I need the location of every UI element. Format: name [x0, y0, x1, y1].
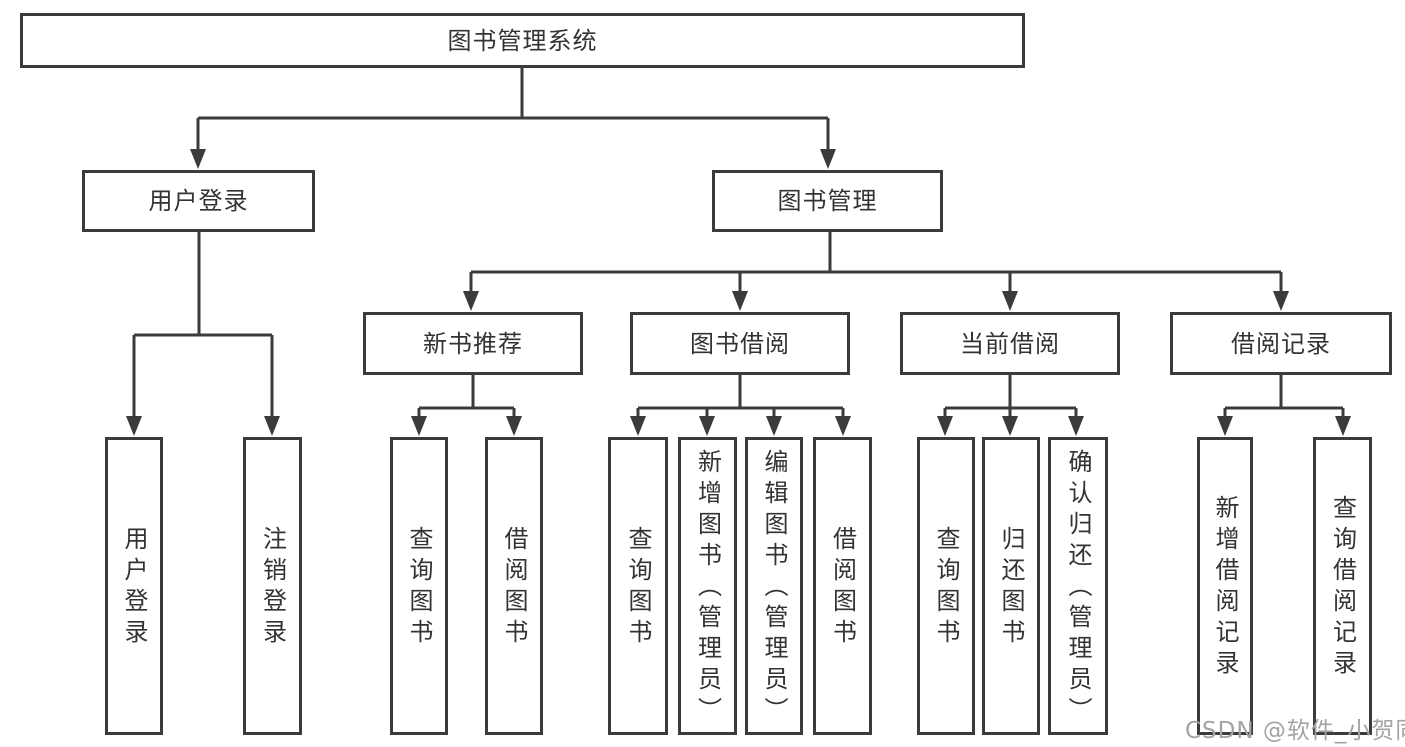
node-query-books-recommend: 查询图书	[390, 437, 448, 735]
node-query-borrow-record: 查询借阅记录	[1313, 437, 1372, 735]
node-borrow-records: 借阅记录	[1170, 312, 1392, 375]
csdn-watermark: CSDN @软件_小贺同学	[1185, 718, 1405, 744]
node-add-borrow-record: 新增借阅记录	[1197, 437, 1253, 735]
connector-bookmgmt-to-level3	[469, 232, 1283, 294]
arrowhead	[1273, 291, 1289, 311]
node-confirm-return-admin: 确认归还（管理员）	[1048, 437, 1108, 735]
connector-userlogin-to-leaves	[132, 232, 274, 420]
node-borrow-books-recommend: 借阅图书	[485, 437, 543, 735]
arrowheads	[126, 149, 1351, 436]
node-book-borrow: 图书借阅	[630, 312, 850, 375]
arrowhead	[190, 149, 206, 169]
node-library-system: 图书管理系统	[20, 13, 1025, 68]
node-return-books: 归还图书	[982, 437, 1040, 735]
arrowhead	[1335, 416, 1351, 436]
node-new-book-recommend: 新书推荐	[363, 312, 583, 375]
node-book-management: 图书管理	[712, 170, 943, 232]
node-query-books-borrow: 查询图书	[608, 437, 668, 735]
arrowhead	[411, 416, 427, 436]
node-user-login: 用户登录	[82, 170, 315, 232]
node-logout-leaf: 注销登录	[243, 437, 302, 735]
node-edit-book-admin: 编辑图书（管理员）	[745, 437, 803, 735]
connector-root-to-level2	[196, 68, 830, 152]
connector-newbook-to-leaves	[417, 375, 516, 420]
node-current-borrow: 当前借阅	[900, 312, 1120, 375]
connector-records-to-leaves	[1223, 375, 1345, 420]
arrowhead	[126, 416, 142, 436]
arrowhead	[937, 416, 953, 436]
arrowhead	[630, 416, 646, 436]
node-user-login-leaf: 用户登录	[105, 437, 163, 735]
arrowhead	[463, 291, 479, 311]
arrowhead	[835, 416, 851, 436]
connector-bookborrow-to-leaves	[636, 375, 845, 420]
node-query-books-current: 查询图书	[917, 437, 975, 735]
arrowhead	[506, 416, 522, 436]
node-add-book-admin: 新增图书（管理员）	[678, 437, 737, 735]
connector-currentborrow-to-leaves	[943, 375, 1078, 420]
arrowhead	[820, 149, 836, 169]
arrowhead	[1002, 416, 1018, 436]
arrowhead	[264, 416, 280, 436]
arrowhead	[699, 416, 715, 436]
arrowhead	[1002, 291, 1018, 311]
arrowhead	[1217, 416, 1233, 436]
arrowhead	[766, 416, 782, 436]
node-borrow-books-leaf: 借阅图书	[813, 437, 872, 735]
arrowhead	[1068, 416, 1084, 436]
arrowhead	[732, 291, 748, 311]
